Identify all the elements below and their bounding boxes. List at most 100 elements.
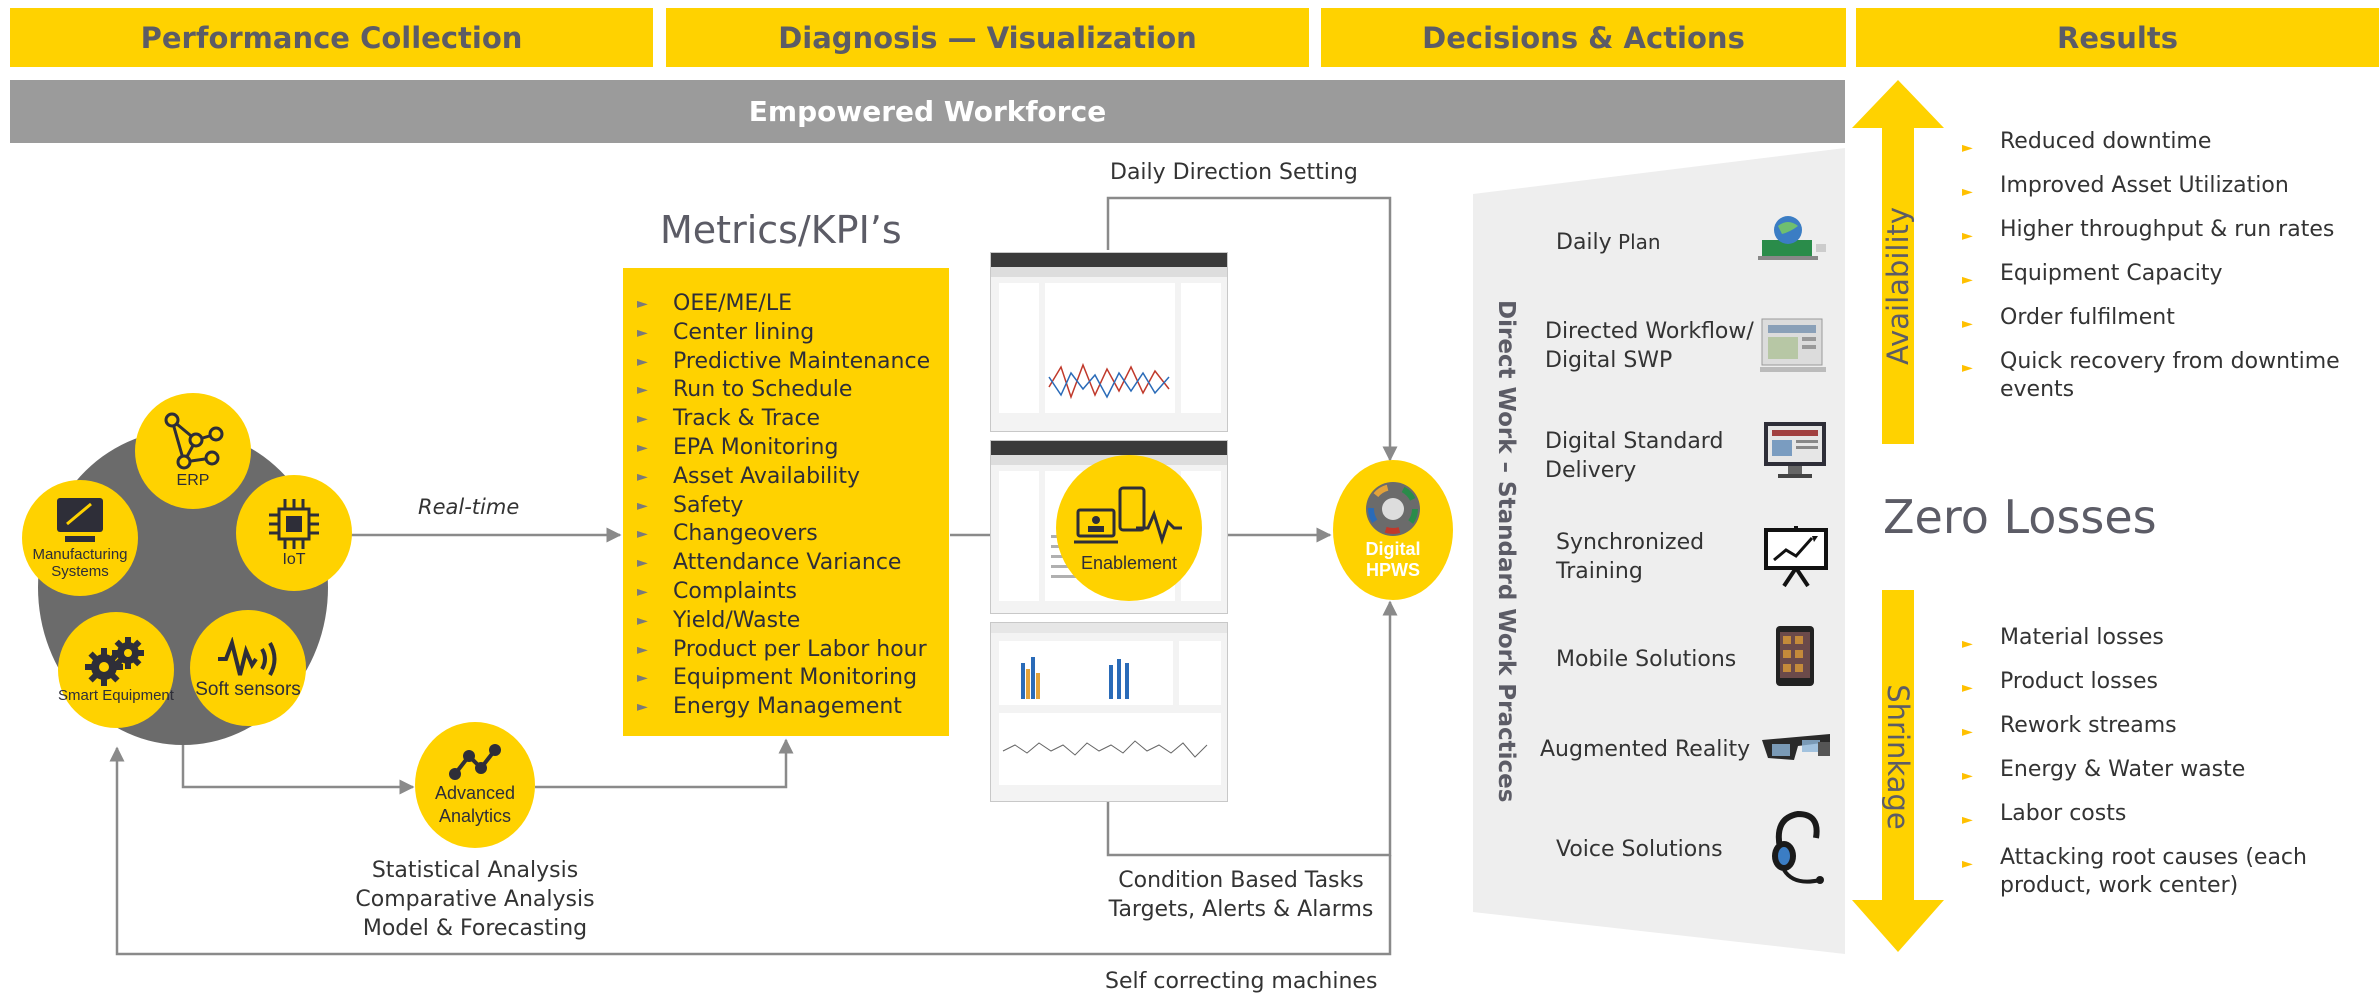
shrinkage-result-item-text: Attacking root causes (each product, wor… xyxy=(2000,845,2307,898)
shrinkage-result-item-text: Material losses xyxy=(2000,625,2164,650)
kpi-item-text: Changeovers xyxy=(673,521,818,547)
dashboard-screenshot-bars xyxy=(990,622,1228,802)
iot-label: IoT xyxy=(282,551,306,568)
header-diagnosis-visualization: Diagnosis — Visualization xyxy=(666,8,1309,67)
bar-chart-thumbnail xyxy=(999,641,1221,785)
kpi-item: ► Energy Management xyxy=(637,693,949,722)
analytics-note-forecasting: Model & Forecasting xyxy=(362,916,588,941)
self-correcting-label: Self correcting machines xyxy=(1105,969,1378,994)
kpi-item: ►Attendance Variance xyxy=(637,549,949,578)
bullet-triangle-icon: ► xyxy=(637,411,648,428)
hpws-wheel-icon xyxy=(1366,482,1420,536)
kpi-item-text: EPA Monitoring xyxy=(673,434,839,460)
globe-laptop-icon xyxy=(1758,216,1826,260)
kpi-list: ►OEE/ME/LE►Center lining►Predictive Main… xyxy=(623,290,949,722)
availability-label-holder: Availability xyxy=(1881,207,1915,365)
header-performance-collection: Performance Collection xyxy=(10,8,653,67)
availability-result-item-text: Improved Asset Utilization xyxy=(2000,173,2289,198)
alerts-alarms-label: Targets, Alerts & Alarms xyxy=(1108,897,1374,922)
availability-result-item-text: Higher throughput & run rates xyxy=(2000,217,2335,242)
network-graph-icon xyxy=(164,412,224,470)
bullet-triangle-icon: ► xyxy=(1962,228,1973,244)
kpi-item-text: Complaints xyxy=(673,578,797,604)
metrics-title: Metrics/KPI’s xyxy=(660,208,902,252)
kpi-item-text: Track & Trace xyxy=(673,406,821,432)
manufacturing-systems-label: Manufacturing Systems xyxy=(32,546,128,580)
bullet-triangle-icon: ► xyxy=(1962,184,1973,200)
kpi-item-text: Asset Availability xyxy=(673,463,861,489)
standard-work-item-directed-workflow: Directed Workflow/ Digital SWP xyxy=(1545,319,1754,373)
kpi-item: ►Safety xyxy=(637,492,949,521)
bullet-triangle-icon: ► xyxy=(637,641,648,658)
bullet-triangle-icon: ► xyxy=(637,670,648,687)
kpi-item-text: Run to Schedule xyxy=(673,377,853,403)
standard-work-vertical-title: Direct Work – Standard Work Practices xyxy=(1493,300,1519,803)
smart-equipment-node: Smart Equipment xyxy=(58,612,174,728)
analytics-note-statistical: Statistical Analysis xyxy=(371,858,579,883)
shrinkage-result-item: ►Material losses xyxy=(1962,624,2362,652)
manufacturing-systems-node: Manufacturing Systems xyxy=(22,480,138,596)
shrinkage-result-item: ►Product losses xyxy=(1962,668,2362,696)
condition-tasks-label: Condition Based Tasks xyxy=(1118,868,1364,893)
kpi-item-text: Predictive Maintenance xyxy=(673,348,931,374)
kpi-item-text: OEE/ME/LE xyxy=(673,291,792,316)
standard-work-item-daily-plan: Daily Plan xyxy=(1556,230,1661,255)
standard-work-item-voice-solutions: Voice Solutions xyxy=(1556,837,1723,862)
shrinkage-result-item-text: Product losses xyxy=(2000,669,2159,694)
trend-line-icon xyxy=(449,744,501,780)
kpi-item: ►Predictive Maintenance xyxy=(637,348,949,377)
header-results: Results xyxy=(1856,8,2379,67)
line-chart-thumbnail xyxy=(999,283,1221,413)
kpi-item-text: Yield/Waste xyxy=(673,607,801,633)
monitor-icon xyxy=(1764,422,1826,478)
bullet-triangle-icon: ► xyxy=(1962,724,1973,740)
ar-glasses-icon xyxy=(1762,734,1830,760)
bullet-triangle-icon: ► xyxy=(637,296,648,312)
standard-work-panel xyxy=(1473,148,1845,954)
microchip-icon xyxy=(269,499,319,549)
advanced-analytics-node: Advanced Analytics xyxy=(415,722,535,848)
kpi-item-text: Center lining xyxy=(673,319,815,345)
standard-work-item-digital-standard-delivery: Digital Standard Delivery xyxy=(1545,429,1724,483)
erp-node: ERP xyxy=(135,393,251,509)
kpi-item-text: Equipment Monitoring xyxy=(673,665,918,691)
gears-icon xyxy=(85,636,144,686)
bullet-triangle-icon: ► xyxy=(637,497,648,514)
shrinkage-result-item: ► Labor costs xyxy=(1962,800,2362,828)
kpi-item: ► Center lining xyxy=(637,319,949,348)
signal-wave-icon xyxy=(218,637,277,676)
shrinkage-result-item-text: Rework streams xyxy=(2000,713,2177,738)
kpi-item: ►Changeovers xyxy=(637,520,949,549)
bullet-triangle-icon: ► xyxy=(637,324,648,341)
kpi-item: ► Equipment Monitoring xyxy=(637,664,949,693)
bullet-triangle-icon: ► xyxy=(637,612,648,629)
shrinkage-label-holder: Shrinkage xyxy=(1881,684,1915,829)
devices-icon xyxy=(1074,486,1182,545)
kpi-item: ► OEE/ME/LE xyxy=(637,290,949,319)
shrinkage-result-item-text: Labor costs xyxy=(2000,801,2127,826)
bullet-triangle-icon: ► xyxy=(1962,140,1973,156)
analytics-note-comparative: Comparative Analysis xyxy=(355,887,595,912)
monitor-icon xyxy=(57,498,103,542)
kpi-item: ►Asset Availability xyxy=(637,463,949,492)
bullet-triangle-icon: ► xyxy=(1962,812,1973,828)
kpi-box: ►OEE/ME/LE►Center lining►Predictive Main… xyxy=(623,268,949,736)
shrinkage-result-item: ► Rework streams xyxy=(1962,712,2362,740)
availability-result-item-text: Equipment Capacity xyxy=(2000,261,2223,286)
soft-sensors-node: Soft sensors xyxy=(190,610,306,726)
empowered-workforce-banner: Empowered Workforce xyxy=(10,80,1845,143)
bullet-triangle-icon: ► xyxy=(1962,768,1973,784)
bullet-triangle-icon: ► xyxy=(1962,272,1973,288)
zero-losses-label: Zero Losses xyxy=(1883,490,2157,544)
availability-result-item: ► Equipment Capacity xyxy=(1962,260,2362,288)
bullet-triangle-icon: ► xyxy=(637,555,648,572)
bullet-triangle-icon: ► xyxy=(637,382,648,399)
kpi-item-text: Product per Labor hour xyxy=(673,636,927,662)
smart-equipment-label: Smart Equipment xyxy=(58,686,174,704)
headset-icon xyxy=(1772,810,1824,884)
kpi-item-text: Energy Management xyxy=(673,694,902,720)
kpi-item: ►Complaints xyxy=(637,578,949,607)
bullet-triangle-icon: ► xyxy=(637,439,648,456)
shrinkage-result-item-text: Energy & Water waste xyxy=(2000,757,2246,782)
bullet-triangle-icon: ► xyxy=(637,699,648,716)
